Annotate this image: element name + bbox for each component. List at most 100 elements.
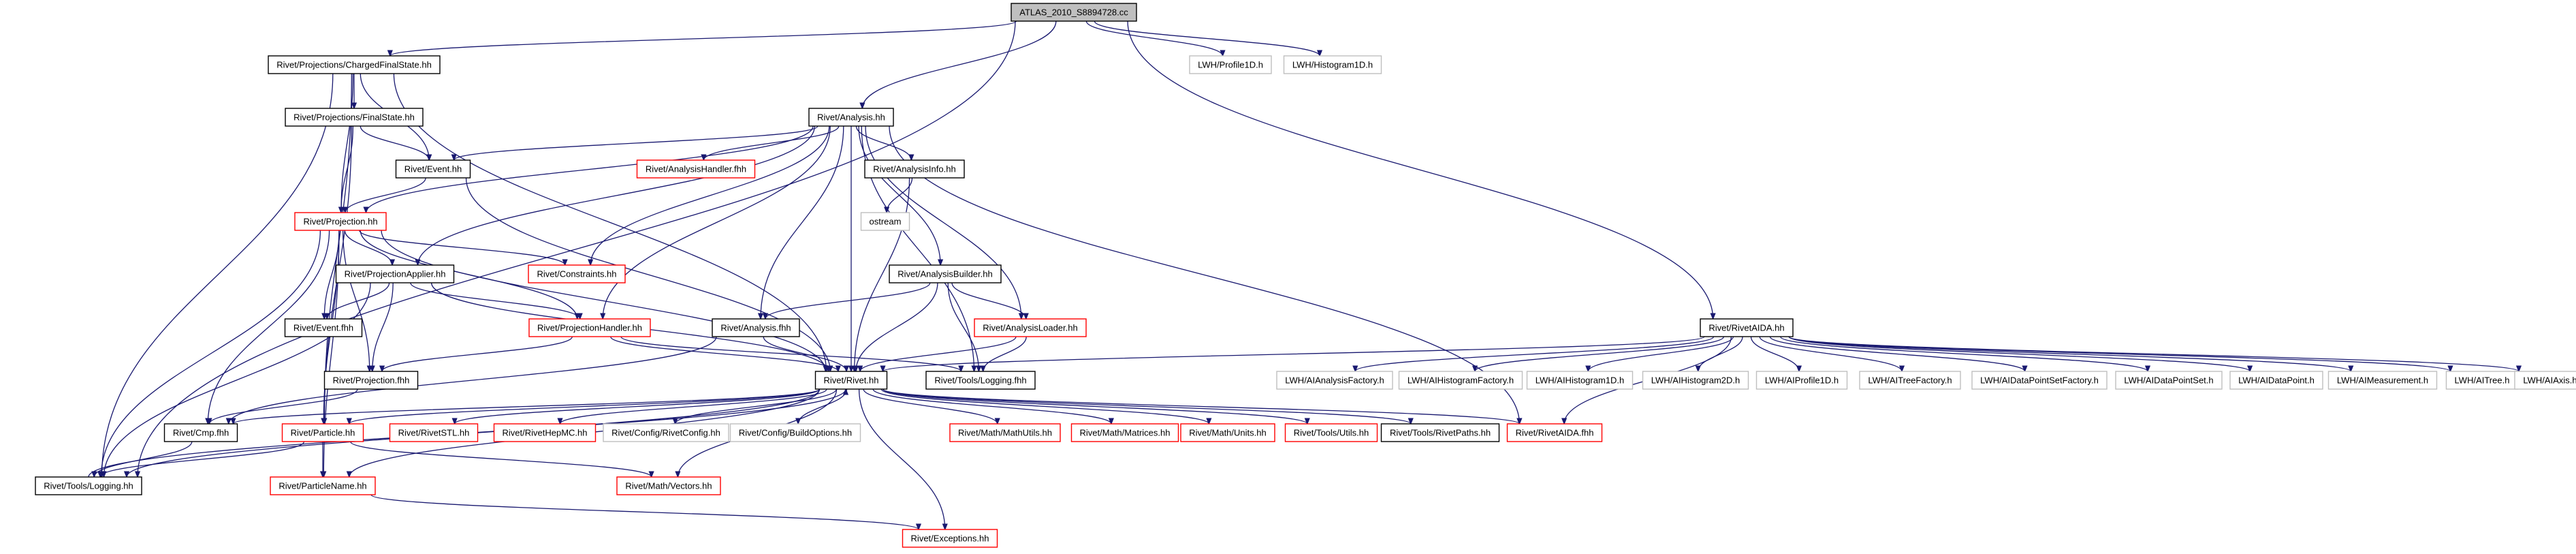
node-aihistogram2d[interactable]: LWH/AIHistogram2D.h (1642, 371, 1749, 390)
node-box (949, 423, 1061, 442)
edge-rivetaida-to-aimeasurement (1788, 336, 2351, 371)
node-aitree[interactable]: LWH/AITree.h (2445, 371, 2519, 390)
edge-rivet-to-rivethepmc (560, 388, 827, 425)
node-projection[interactable]: Rivet/Projection.hh (294, 212, 387, 231)
edge-event-to-rivet (465, 177, 831, 371)
node-box (1070, 423, 1179, 442)
node-aihistogramfactory[interactable]: LWH/AIHistogramFactory.h (1398, 371, 1523, 390)
node-label: LWH/AIMeasurement.h (2337, 375, 2428, 386)
node-box (902, 529, 998, 548)
node-histo1d-h[interactable]: LWH/Histogram1D.h (1283, 55, 1382, 74)
node-cfs[interactable]: Rivet/Projections/ChargedFinalState.hh (268, 55, 441, 74)
node-rivetaida[interactable]: Rivet/RivetAIDA.hh (1700, 318, 1794, 337)
node-vectors[interactable]: Rivet/Math/Vectors.hh (616, 476, 721, 495)
edge-analysisbuilder-to-analysis-fhh (765, 282, 931, 319)
node-particlename[interactable]: Rivet/ParticleName.hh (270, 476, 376, 495)
node-particle[interactable]: Rivet/Particle.hh (281, 423, 364, 442)
node-constraints[interactable]: Rivet/Constraints.hh (528, 264, 626, 283)
edge-projapplier-to-projection-fhh (372, 282, 394, 371)
node-projection-fhh[interactable]: Rivet/Projection.fhh (323, 371, 419, 390)
edge-analysis-fhh-to-cmp-fhh (229, 336, 717, 424)
node-box (270, 476, 376, 495)
node-mathutils[interactable]: Rivet/Math/MathUtils.hh (949, 423, 1061, 442)
node-projapplier[interactable]: Rivet/ProjectionApplier.hh (335, 264, 455, 283)
node-buildoptions[interactable]: Rivet/Config/BuildOptions.hh (729, 423, 861, 442)
edge-projection-to-logging-hh (101, 230, 321, 477)
edge-rivetaida-to-aitree (1788, 336, 2451, 371)
node-aianalysisfactory[interactable]: LWH/AIAnalysisFactory.h (1276, 371, 1393, 390)
node-profile1d-h[interactable]: LWH/Profile1D.h (1189, 55, 1272, 74)
node-projhandler[interactable]: Rivet/ProjectionHandler.hh (528, 318, 651, 337)
node-event-fhh[interactable]: Rivet/Event.fhh (284, 318, 363, 337)
node-logging-hh[interactable]: Rivet/Tools/Logging.hh (35, 476, 142, 495)
node-aihistogram1d[interactable]: LWH/AIHistogram1D.h (1526, 371, 1634, 390)
node-rivetaida-fhh[interactable]: Rivet/RivetAIDA.fhh (1506, 423, 1603, 442)
node-label: Rivet/Rivet.hh (824, 375, 879, 386)
node-box (616, 476, 721, 495)
edge-rivet-to-rivetstl (455, 388, 821, 425)
node-aidatapointsetfactory[interactable]: LWH/AIDataPointSetFactory.h (1971, 371, 2108, 390)
node-analysisloader[interactable]: Rivet/AnalysisLoader.hh (974, 318, 1087, 337)
node-aiprofile1d[interactable]: LWH/AIProfile1D.h (1755, 371, 1848, 390)
node-label: Rivet/AnalysisBuilder.hh (897, 269, 992, 279)
node-event[interactable]: Rivet/Event.hh (395, 159, 471, 179)
node-analysisbuilder[interactable]: Rivet/AnalysisBuilder.hh (889, 264, 1002, 283)
node-label: Rivet/Projection.fhh (333, 375, 410, 386)
edge-rivet-to-cmp-fhh (234, 388, 821, 424)
edge-rivet-to-matrices (872, 388, 1111, 425)
node-aimeasurement[interactable]: LWH/AIMeasurement.h (2327, 371, 2438, 390)
edge-analysis-to-projapplier (418, 125, 816, 265)
edge-cfs-to-logging-hh (102, 73, 334, 477)
node-rivetstl[interactable]: Rivet/RivetSTL.hh (389, 423, 479, 442)
node-rivetpaths[interactable]: Rivet/Tools/RivetPaths.hh (1380, 423, 1500, 442)
node-aitreefactory[interactable]: LWH/AITreeFactory.h (1859, 371, 1961, 390)
edge-rivetaida-to-aiprofile1d (1750, 336, 1798, 371)
node-label: Rivet/ProjectionHandler.hh (537, 323, 642, 333)
edge-rivet-to-rivetconfig (675, 388, 837, 424)
node-label: Rivet/AnalysisInfo.hh (873, 164, 955, 174)
node-rivethepmc[interactable]: Rivet/RivetHepMC.hh (493, 423, 597, 442)
edge-projhandler-to-logging-fhh (620, 336, 961, 372)
edge-root-to-analysis (862, 20, 1057, 108)
node-rivetconfig[interactable]: Rivet/Config/RivetConfig.hh (603, 423, 729, 442)
node-ostream[interactable]: ostream (860, 212, 910, 231)
node-box (1189, 55, 1272, 74)
node-units[interactable]: Rivet/Math/Units.hh (1180, 423, 1275, 442)
node-box (860, 212, 910, 231)
node-label: Rivet/Analysis.fhh (720, 323, 791, 333)
edge-root-to-profile1d-h (1085, 20, 1222, 56)
node-label: Rivet/Math/Vectors.hh (625, 481, 712, 491)
node-aiaxis[interactable]: LWH/AIAxis.h (2514, 371, 2576, 390)
edge-rivet-to-utils (882, 388, 1307, 425)
node-root[interactable]: ATLAS_2010_S8894728.cc (1011, 3, 1137, 22)
edge-rivetaida-to-aihistogram1d (1588, 336, 1734, 371)
node-box (35, 476, 142, 495)
node-cmp-fhh[interactable]: Rivet/Cmp.fhh (163, 423, 238, 442)
edge-projapplier-to-projhandler (410, 282, 580, 319)
node-box (1971, 371, 2108, 390)
edge-root-to-cfs (390, 20, 1017, 56)
node-box (1283, 55, 1382, 74)
node-aidatapointset[interactable]: LWH/AIDataPointSet.h (2115, 371, 2223, 390)
node-analysis[interactable]: Rivet/Analysis.hh (808, 108, 894, 127)
node-logging-fhh[interactable]: Rivet/Tools/Logging.fhh (925, 371, 1036, 390)
node-matrices[interactable]: Rivet/Math/Matrices.hh (1070, 423, 1179, 442)
node-box (603, 423, 729, 442)
edge-analysisinfo-to-ostream (887, 177, 913, 213)
node-analysisinfo[interactable]: Rivet/AnalysisInfo.hh (864, 159, 965, 179)
node-aidatapoint[interactable]: LWH/AIDataPoint.h (2229, 371, 2323, 390)
node-analysis-fhh[interactable]: Rivet/Analysis.fhh (712, 318, 800, 337)
node-box (285, 108, 424, 127)
edge-analysis-to-analysishandler-fhh (703, 125, 840, 160)
node-fs[interactable]: Rivet/Projections/FinalState.hh (285, 108, 424, 127)
node-exceptions[interactable]: Rivet/Exceptions.hh (902, 529, 998, 548)
edge-particle-to-logging-hh (100, 441, 305, 477)
edge-analysisbuilder-to-analysisloader (951, 282, 1026, 319)
edge-analysis-to-constraints (590, 125, 830, 265)
node-box (1276, 371, 1393, 390)
node-utils[interactable]: Rivet/Tools/Utils.hh (1284, 423, 1378, 442)
node-rivet[interactable]: Rivet/Rivet.hh (814, 371, 888, 390)
node-label: ATLAS_2010_S8894728.cc (1019, 7, 1128, 18)
node-box (864, 159, 965, 179)
node-analysishandler-fhh[interactable]: Rivet/AnalysisHandler.fhh (636, 159, 756, 179)
